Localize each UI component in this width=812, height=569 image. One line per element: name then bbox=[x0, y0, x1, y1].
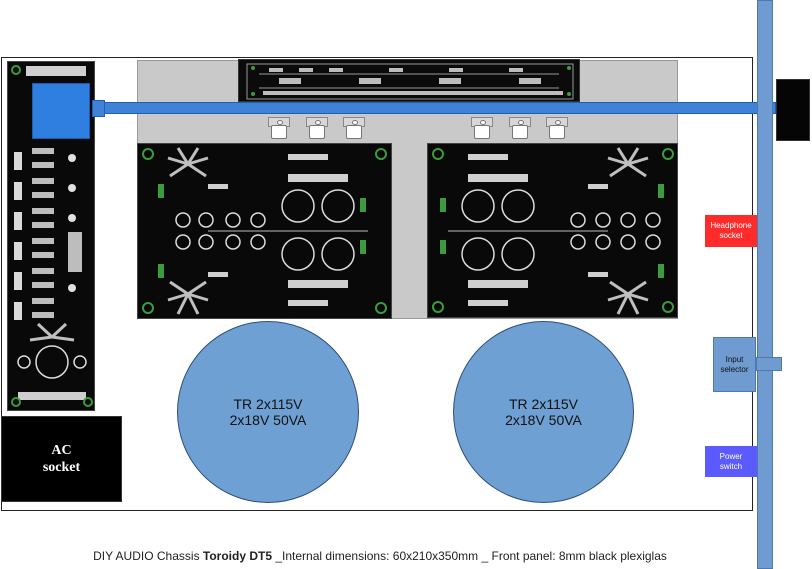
input-selector: Input selector bbox=[713, 337, 756, 392]
diagram-caption: DIY AUDIO Chassis Toroidy DT5 _Internal … bbox=[0, 549, 760, 563]
transformer-output: 2x18V 50VA bbox=[229, 412, 307, 428]
amplifier-pcb-right-layout bbox=[432, 147, 674, 315]
power-transistor bbox=[546, 117, 568, 141]
selector-shaft-extension bbox=[101, 102, 776, 114]
power-transistor bbox=[471, 117, 493, 141]
caption-prefix: DIY AUDIO Chassis bbox=[93, 549, 203, 563]
power-switch-label: Power bbox=[719, 451, 743, 461]
power-switch-label-2: switch bbox=[719, 461, 743, 471]
amplifier-pcb-left-layout bbox=[142, 147, 387, 315]
toroid-transformer-right: TR 2x115V 2x18V 50VA bbox=[453, 321, 634, 503]
ac-socket-label: AC bbox=[51, 443, 72, 458]
selector-pcb-layout bbox=[11, 65, 93, 407]
transformer-output: 2x18V 50VA bbox=[505, 412, 582, 428]
toroid-transformer-left: TR 2x115V 2x18V 50VA bbox=[177, 321, 359, 503]
power-transistor bbox=[343, 117, 365, 141]
headphone-socket: Headphone socket bbox=[705, 215, 757, 247]
power-transistor bbox=[509, 117, 531, 141]
caption-model: Toroidy DT5 bbox=[202, 549, 273, 563]
amplifier-pcb-left bbox=[137, 143, 392, 319]
caption-suffix: _Internal dimensions: 60x210x350mm _ Fro… bbox=[272, 549, 667, 563]
front-panel-display bbox=[776, 79, 810, 141]
ac-socket-label-2: socket bbox=[42, 460, 81, 475]
shaft-coupler bbox=[92, 100, 105, 117]
front-panel bbox=[757, 0, 773, 569]
input-selector-label-2: selector bbox=[720, 364, 749, 374]
amplifier-pcb-right bbox=[427, 143, 678, 318]
top-pcb bbox=[238, 59, 580, 102]
headphone-label-2: socket bbox=[719, 231, 743, 240]
transformer-rating: TR 2x115V bbox=[233, 396, 303, 412]
headphone-label: Headphone bbox=[710, 221, 752, 230]
transformer-rating: TR 2x115V bbox=[509, 396, 578, 412]
power-transistor bbox=[268, 117, 290, 141]
power-switch: Power switch bbox=[705, 446, 757, 477]
top-pcb-traces bbox=[246, 63, 574, 100]
input-selector-knob-shaft bbox=[756, 357, 782, 371]
selector-switch-body bbox=[32, 83, 90, 139]
ac-socket: AC socket bbox=[1, 416, 122, 502]
power-transistor bbox=[306, 117, 328, 141]
input-selector-label: Input bbox=[725, 354, 744, 364]
